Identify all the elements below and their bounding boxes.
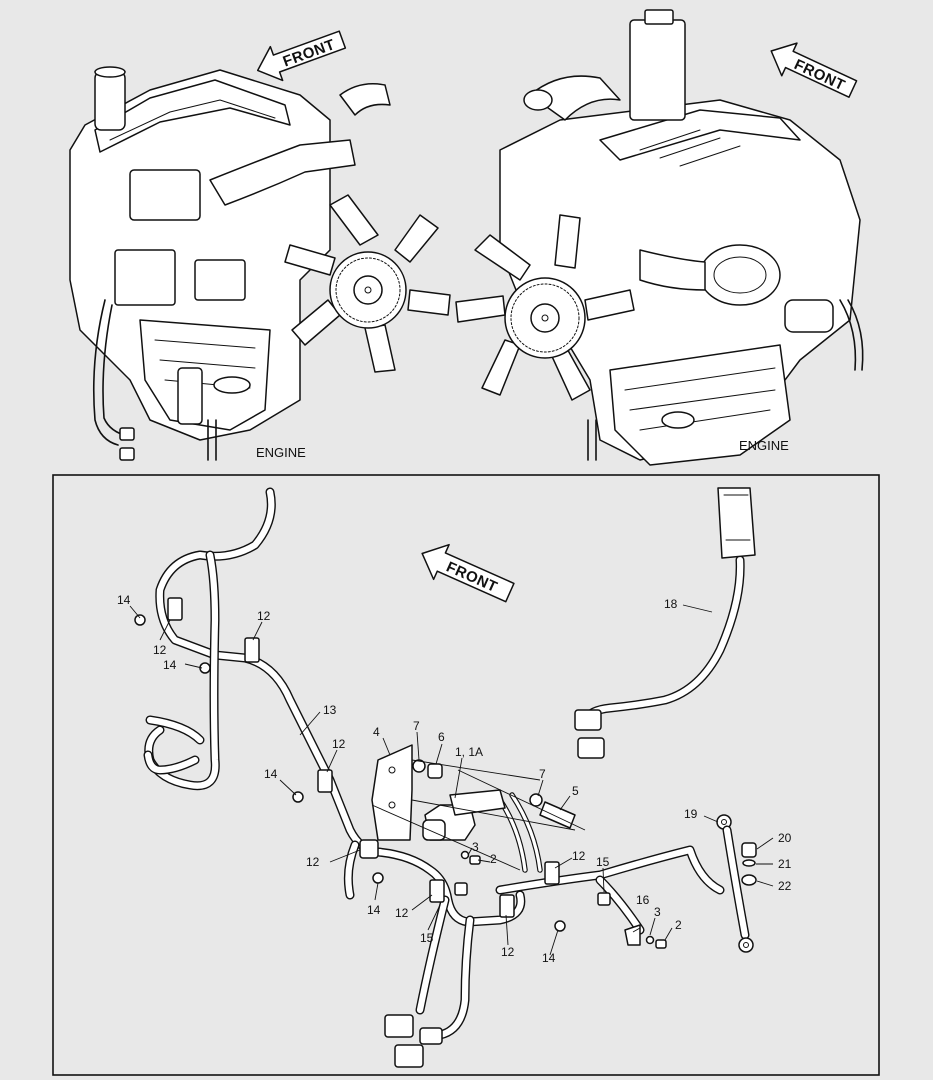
callout-3-b: 3 <box>654 905 661 919</box>
main-harness-13 <box>143 487 725 1040</box>
ground-cable-19 <box>716 814 757 953</box>
callout-14-d: 14 <box>367 903 381 917</box>
harness-clamps <box>167 597 560 918</box>
engine-caption-left: ENGINE <box>256 445 306 460</box>
callout-18: 18 <box>664 597 678 611</box>
cooling-fan-right <box>455 214 635 401</box>
detail-panel: FRONT <box>52 474 880 1076</box>
callout-2-b: 2 <box>675 918 682 932</box>
callout-12-d: 12 <box>306 855 320 869</box>
callout-14-a: 14 <box>117 593 131 607</box>
cooling-fan-left <box>284 194 451 373</box>
callout-15-b: 15 <box>596 855 610 869</box>
callout-2-a: 2 <box>490 852 497 866</box>
engine-view-right: FRONT ENGINE <box>455 9 864 466</box>
callout-19: 19 <box>684 807 698 821</box>
front-arrow-right: FRONT <box>770 42 858 98</box>
callout-20: 20 <box>778 831 792 845</box>
callout-21: 21 <box>778 857 792 871</box>
callout-4: 4 <box>373 725 380 739</box>
callout-7-a: 7 <box>413 719 420 733</box>
bracket-4 <box>371 744 413 841</box>
callout-16: 16 <box>636 893 650 907</box>
small-screws <box>460 850 667 949</box>
clips-15 <box>454 882 611 906</box>
callout-6: 6 <box>438 730 445 744</box>
callout-15-a: 15 <box>420 931 434 945</box>
callout-12-a: 12 <box>153 643 167 657</box>
front-arrow-right-label: FRONT <box>791 56 847 94</box>
callout-13: 13 <box>323 703 337 717</box>
callout-12-e: 12 <box>395 906 409 920</box>
callout-22: 22 <box>778 879 792 893</box>
leader-lines <box>129 604 774 956</box>
engine-caption-right: ENGINE <box>739 438 789 453</box>
callout-5: 5 <box>572 784 579 798</box>
bolts-14 <box>134 614 566 932</box>
callout-12-b: 12 <box>257 609 271 623</box>
harness-18 <box>574 487 756 759</box>
callout-7-b: 7 <box>539 767 546 781</box>
callout-1-1a: 1, 1A <box>455 745 483 759</box>
callout-12-f: 12 <box>501 945 515 959</box>
callout-14-b: 14 <box>163 658 177 672</box>
callouts: 14 12 12 14 13 12 14 4 7 6 1, 1A 7 5 3 2… <box>117 593 792 965</box>
callout-3-a: 3 <box>472 840 479 854</box>
callout-14-c: 14 <box>264 767 278 781</box>
lower-connectors <box>384 1014 443 1068</box>
engine-view-left: FRONT ENGINE <box>60 30 470 461</box>
callout-14-e: 14 <box>542 951 556 965</box>
callout-12-g: 12 <box>572 849 586 863</box>
callout-12-c: 12 <box>332 737 346 751</box>
washer-bolt-group <box>412 759 543 807</box>
